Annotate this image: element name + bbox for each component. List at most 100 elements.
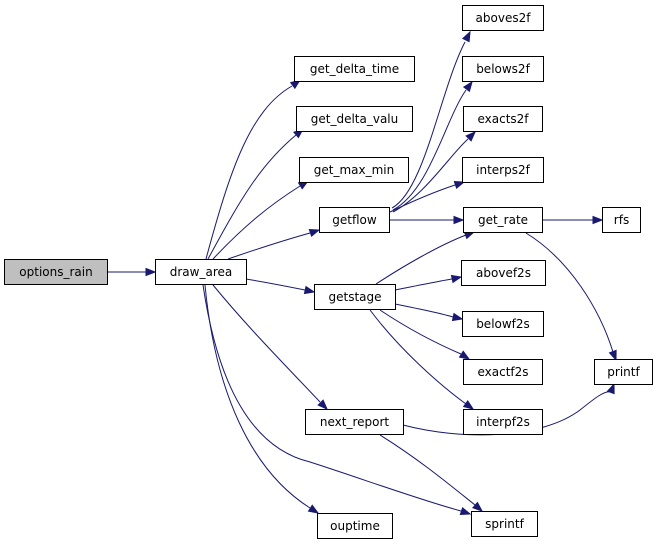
edge-draw-area-to-ouptime <box>204 284 320 514</box>
arrowhead-icon <box>465 131 476 142</box>
node-getflow[interactable]: getflow <box>319 207 390 233</box>
edge-getstage-to-abovef2s <box>394 274 463 291</box>
node-interpf2s-label: interpf2s <box>476 415 530 429</box>
edge-getflow-to-interps2f <box>389 180 466 213</box>
node-aboves2f[interactable]: aboves2f <box>462 5 544 31</box>
edge-get-rate-to-rfs <box>542 215 604 225</box>
edge-next-report-to-sprintf <box>379 434 484 512</box>
edge-get-rate-to-printf <box>525 232 617 362</box>
edge-next-report-to-printf <box>402 382 615 436</box>
edge-getflow-to-get-rate <box>390 215 465 225</box>
arrowhead-icon <box>453 180 466 190</box>
edge-getflow-to-aboves2f <box>391 30 471 209</box>
edge-draw-area-to-getflow <box>227 228 321 260</box>
node-rfs-label: rfs <box>614 213 629 227</box>
edge-line <box>389 184 456 213</box>
node-get-rate[interactable]: get_rate <box>463 207 543 233</box>
node-draw-area-label: draw_area <box>170 265 232 279</box>
node-ouptime[interactable]: ouptime <box>317 513 393 539</box>
edge-line <box>392 89 467 211</box>
arrowhead-icon <box>145 267 157 277</box>
arrowhead-icon <box>606 382 615 395</box>
edge-getstage-to-belowf2s <box>394 303 464 322</box>
node-getflow-label: getflow <box>332 213 377 227</box>
edge-line <box>204 284 311 509</box>
node-exactf2s-label: exactf2s <box>477 365 528 379</box>
node-next-report[interactable]: next_report <box>305 409 404 435</box>
node-belows2f[interactable]: belows2f <box>462 56 544 82</box>
edge-getstage-to-exactf2s <box>379 309 471 360</box>
arrowhead-icon <box>450 274 463 284</box>
edge-draw-area-to-sprintf <box>202 284 472 516</box>
node-get-delta-valu-label: get_delta_valu <box>311 112 399 126</box>
edge-line <box>207 134 297 260</box>
node-belows2f-label: belows2f <box>476 62 530 76</box>
node-belowf2s-label: belowf2s <box>476 317 530 331</box>
edge-line <box>379 434 476 506</box>
edge-draw-area-to-get-max-min <box>212 180 310 260</box>
node-interps2f[interactable]: interps2f <box>462 157 544 183</box>
edge-draw-area-to-get-delta-time <box>205 79 302 260</box>
arrowhead-icon <box>462 80 473 93</box>
arrowhead-icon <box>307 504 320 514</box>
node-abovef2s[interactable]: abovef2s <box>461 260 546 286</box>
node-interpf2s[interactable]: interpf2s <box>463 409 543 435</box>
node-rfs[interactable]: rfs <box>602 207 641 233</box>
edge-line <box>375 234 467 285</box>
edge-line <box>212 284 321 403</box>
arrowhead-icon <box>459 506 472 516</box>
node-get-max-min-label: get_max_min <box>314 163 394 177</box>
arrowhead-icon <box>472 501 484 512</box>
node-get-delta-valu[interactable]: get_delta_valu <box>296 106 413 132</box>
edge-draw-area-to-next-report <box>212 284 328 410</box>
edge-line <box>212 185 301 260</box>
edge-draw-area-to-getstage <box>245 278 316 295</box>
edge-getflow-to-belows2f <box>392 80 473 211</box>
node-printf[interactable]: printf <box>594 359 653 385</box>
arrowhead-icon <box>451 312 464 322</box>
arrowhead-icon <box>462 400 475 410</box>
node-abovef2s-label: abovef2s <box>476 266 531 280</box>
node-options-rain-label: options_rain <box>19 265 92 279</box>
node-draw-area[interactable]: draw_area <box>155 259 247 285</box>
arrowhead-icon <box>458 350 471 360</box>
function-nodes: options_rain draw_area get_delta_time ge… <box>4 5 653 539</box>
node-get-max-min[interactable]: get_max_min <box>299 157 409 183</box>
edge-line <box>227 232 311 260</box>
node-options-rain[interactable]: options_rain <box>4 259 108 285</box>
edge-line <box>369 309 467 405</box>
node-exacts2f[interactable]: exacts2f <box>463 106 543 132</box>
arrowhead-icon <box>303 285 316 295</box>
edge-line <box>205 85 293 260</box>
node-get-delta-time-label: get_delta_time <box>310 62 399 76</box>
arrowhead-icon <box>317 399 328 410</box>
node-interps2f-label: interps2f <box>476 163 530 177</box>
arrowhead-icon <box>461 30 471 43</box>
edge-line <box>202 284 462 512</box>
edge-line <box>245 278 306 291</box>
node-next-report-label: next_report <box>320 415 390 429</box>
node-getstage[interactable]: getstage <box>314 284 396 310</box>
arrowhead-icon <box>453 215 465 225</box>
arrowhead-icon <box>608 349 617 362</box>
node-sprintf[interactable]: sprintf <box>471 511 538 537</box>
edge-options-rain-to-draw-area <box>107 267 157 277</box>
arrowhead-icon <box>308 228 321 238</box>
edge-line <box>394 278 453 291</box>
call-edges <box>107 30 617 516</box>
node-ouptime-label: ouptime <box>330 519 380 533</box>
node-get-delta-time[interactable]: get_delta_time <box>294 56 415 82</box>
node-get-rate-label: get_rate <box>478 213 528 227</box>
node-aboves2f-label: aboves2f <box>476 11 532 25</box>
edge-line <box>402 391 612 436</box>
edge-getstage-to-get-rate <box>375 231 476 285</box>
node-sprintf-label: sprintf <box>485 517 524 531</box>
edge-line <box>379 309 462 355</box>
arrowhead-icon <box>592 215 604 225</box>
node-exactf2s[interactable]: exactf2s <box>463 359 543 385</box>
edge-line <box>525 232 614 353</box>
node-getstage-label: getstage <box>328 290 381 304</box>
node-belowf2s[interactable]: belowf2s <box>462 311 544 337</box>
node-exacts2f-label: exacts2f <box>477 112 529 126</box>
